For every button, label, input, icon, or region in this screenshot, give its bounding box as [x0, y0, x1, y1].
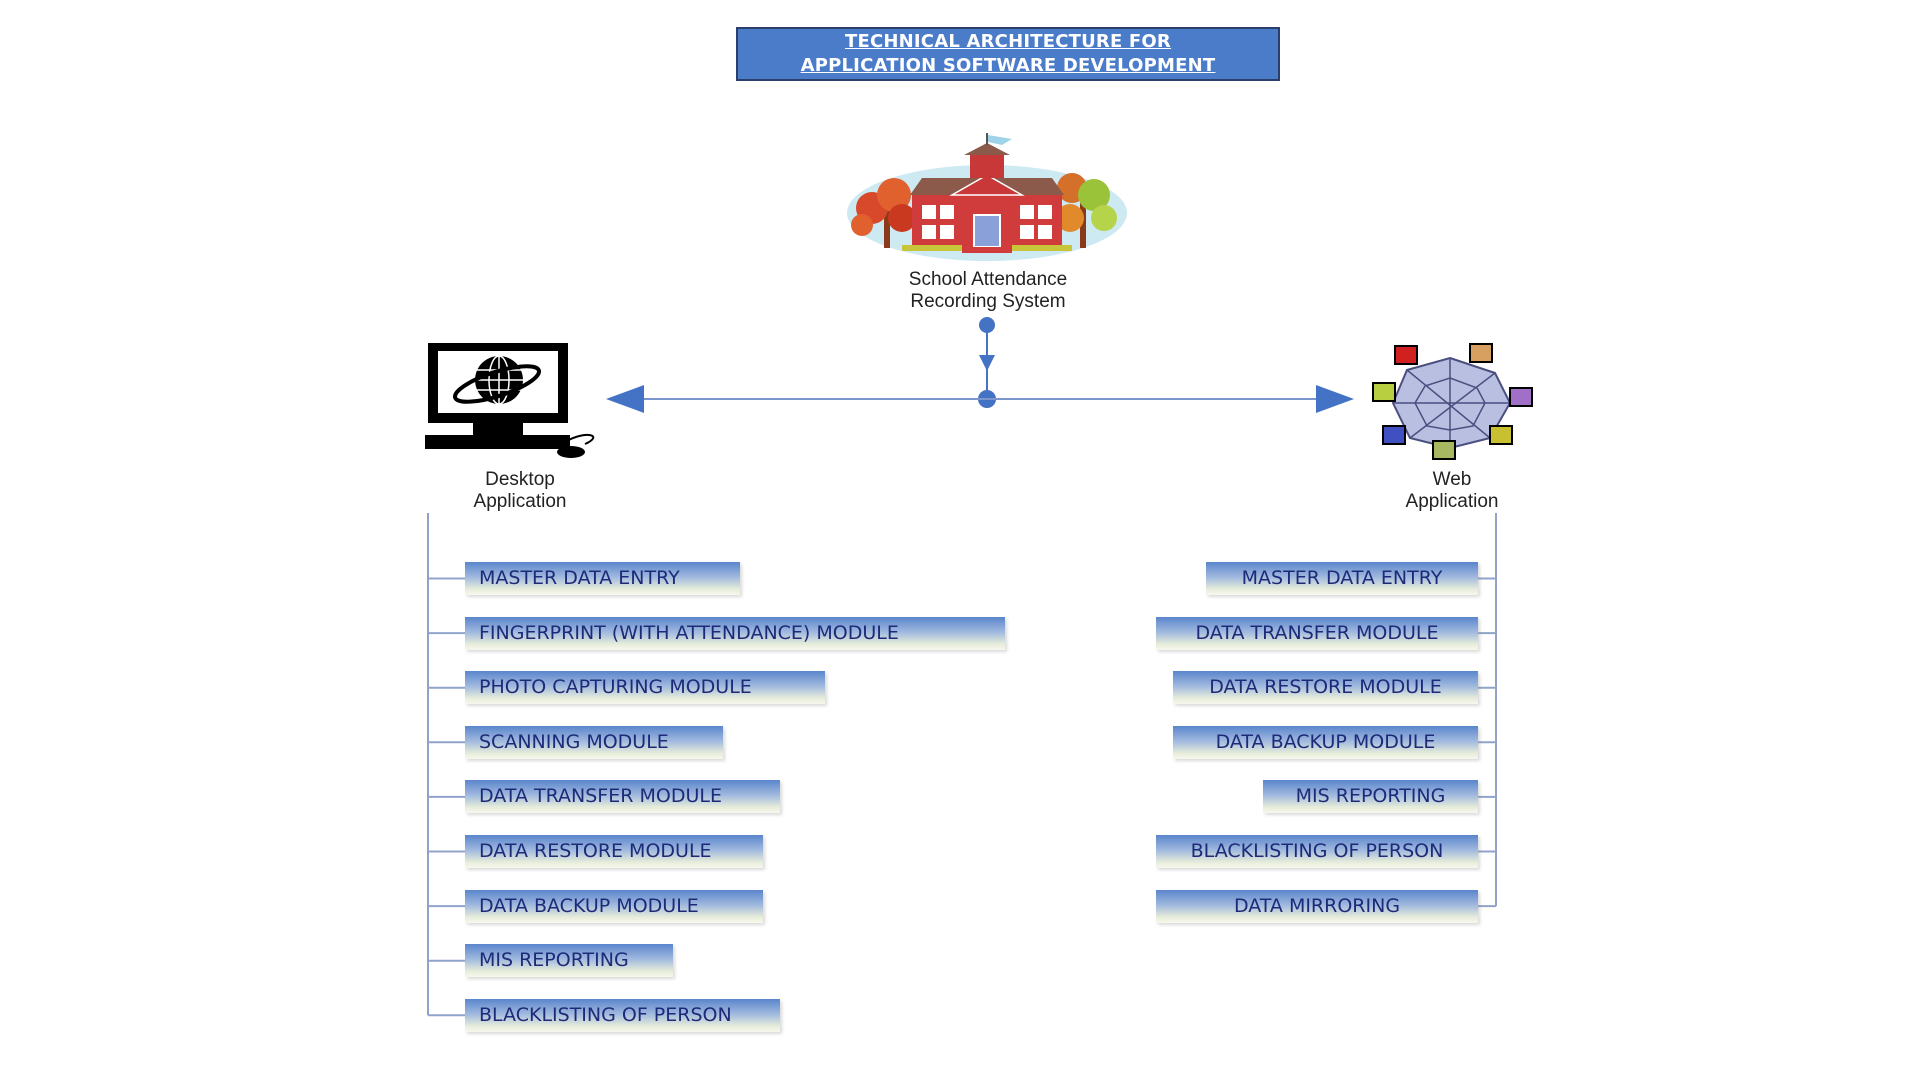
diagram-title: TECHNICAL ARCHITECTURE FOR APPLICATION S…: [736, 27, 1280, 81]
root-label: School Attendance Recording System: [909, 269, 1067, 313]
web-module-box: DATA BACKUP MODULE: [1173, 725, 1478, 759]
down-arrow-icon: [979, 355, 995, 371]
web-module-box: MIS REPORTING: [1263, 780, 1478, 814]
desktop-module-box: DATA RESTORE MODULE: [465, 835, 763, 868]
desktop-module-box: DATA TRANSFER MODULE: [465, 780, 780, 814]
web-module-box: DATA MIRRORING: [1156, 889, 1478, 923]
desktop-module-box: PHOTO CAPTURING MODULE: [465, 671, 825, 705]
title-line-1: TECHNICAL ARCHITECTURE FOR: [844, 31, 1171, 52]
web-module-box: BLACKLISTING OF PERSON: [1156, 835, 1478, 868]
desktop-module-box: SCANNING MODULE: [465, 725, 723, 759]
root-label-line-1: School Attendance: [908, 269, 1068, 290]
desktop-module-box: BLACKLISTING OF PERSON: [465, 998, 780, 1032]
root-dot: [979, 317, 995, 333]
web-label-line-1: Web: [1432, 469, 1472, 490]
school-building-icon: [842, 133, 1132, 261]
web-label: Web Application: [1406, 469, 1499, 513]
desktop-module-box: MASTER DATA ENTRY: [465, 562, 740, 595]
title-line-2: APPLICATION SOFTWARE DEVELOPMENT: [800, 55, 1216, 76]
web-network-icon: [1365, 338, 1535, 463]
web-module-box: MASTER DATA ENTRY: [1206, 562, 1478, 595]
web-module-box: DATA TRANSFER MODULE: [1156, 616, 1478, 650]
web-module-box: DATA RESTORE MODULE: [1173, 671, 1478, 705]
tree-left: [851, 178, 916, 248]
desktop-label-line-2: Application: [473, 491, 567, 512]
left-arrow-icon: [606, 385, 644, 413]
web-label-line-2: Application: [1405, 491, 1499, 512]
desktop-module-box: MIS REPORTING: [465, 944, 673, 978]
desktop-label: Desktop Application: [474, 469, 567, 513]
tree-right: [1056, 173, 1117, 248]
right-arrow-icon: [1316, 385, 1354, 413]
desktop-label-line-1: Desktop: [485, 469, 555, 490]
desktop-module-box: DATA BACKUP MODULE: [465, 889, 763, 923]
desktop-computer-globe-icon: [425, 340, 615, 460]
root-label-line-2: Recording System: [910, 291, 1066, 312]
desktop-module-box: FINGERPRINT (WITH ATTENDANCE) MODULE: [465, 616, 1005, 650]
